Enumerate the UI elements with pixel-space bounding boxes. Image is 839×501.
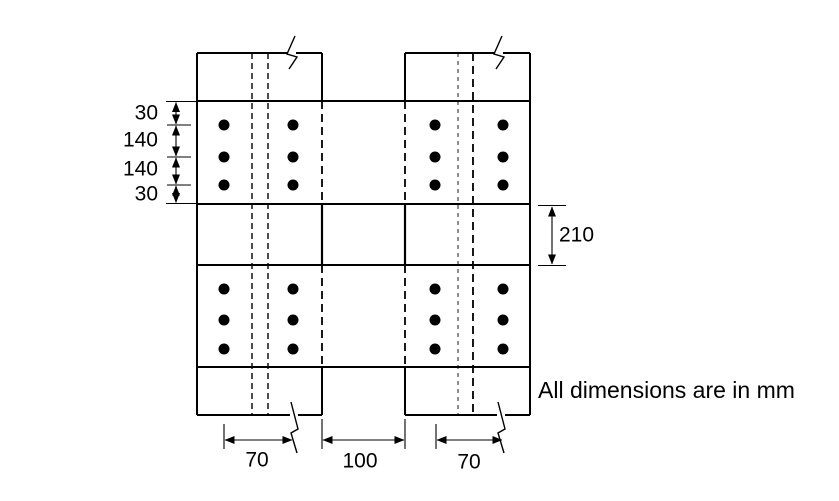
bolt [218, 179, 230, 191]
dim-label-gauge-right: 70 [457, 451, 480, 474]
cover-plates [197, 100, 530, 368]
bolt [218, 314, 230, 326]
bolt [287, 283, 299, 295]
bolt [429, 343, 441, 355]
dim-label-pitch-upper: 140 [123, 129, 158, 152]
dim-label-edge-top: 30 [135, 102, 158, 125]
dimension-plate-gap: 210 [538, 204, 594, 267]
break-line-bottom-right [497, 401, 506, 454]
bolt [429, 119, 441, 131]
bolt [497, 343, 509, 355]
break-line-top-left [286, 35, 299, 70]
bolt [287, 151, 299, 163]
bolt [497, 179, 509, 191]
dim-label-member-gap: 100 [342, 450, 377, 473]
dimension-left-stack: 30 140 140 30 [123, 100, 196, 206]
bolt [287, 343, 299, 355]
dimension-bottom-row: 70 100 70 [223, 419, 503, 474]
left-member-outline [196, 35, 324, 454]
bolt [218, 283, 230, 295]
dim-label-pitch-lower: 140 [123, 158, 158, 181]
bolt [287, 119, 299, 131]
bolt [287, 179, 299, 191]
units-note: All dimensions are in mm [538, 377, 795, 403]
bolt-group-upper [218, 119, 509, 191]
bolt [429, 283, 441, 295]
bolt [497, 314, 509, 326]
bolt [429, 314, 441, 326]
bolt [497, 151, 509, 163]
bolt [429, 151, 441, 163]
bolt [218, 119, 230, 131]
dim-label-gauge-left: 70 [245, 449, 268, 472]
dim-label-edge-bottom: 30 [135, 183, 158, 206]
bolt [429, 179, 441, 191]
bolt [218, 151, 230, 163]
bolt-group-lower [218, 283, 509, 355]
bolt [287, 314, 299, 326]
break-line-bottom-left [290, 401, 299, 454]
bolt [497, 119, 509, 131]
right-member-outline [403, 35, 531, 454]
bolt [218, 343, 230, 355]
break-line-top-right [493, 35, 506, 70]
dim-label-plate-gap: 210 [559, 224, 594, 247]
bolt [497, 283, 509, 295]
